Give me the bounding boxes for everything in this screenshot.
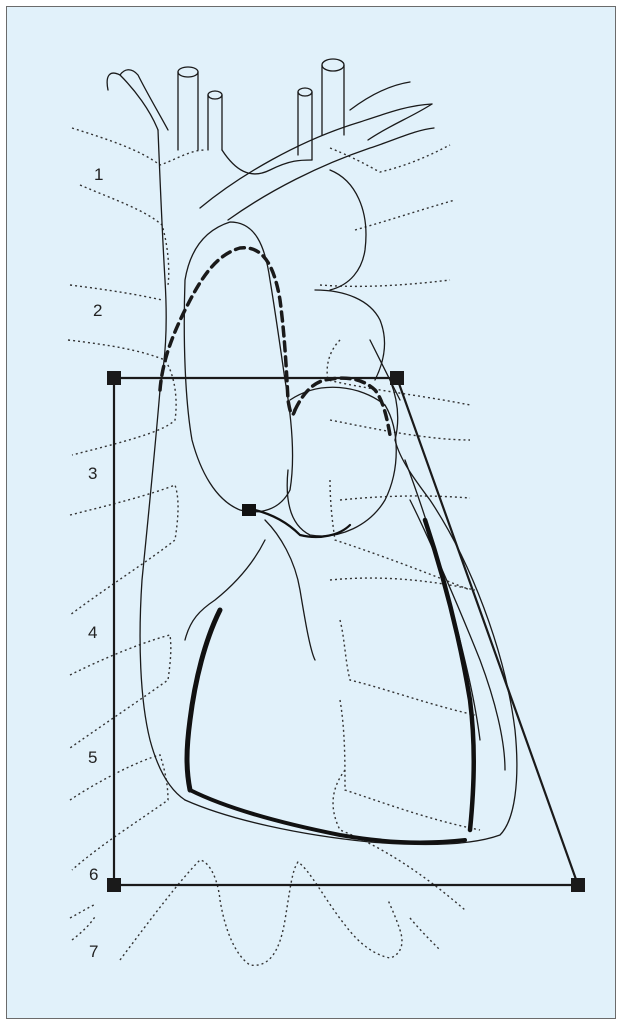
rib-outlines (68, 128, 480, 965)
heart-silhouette (107, 59, 517, 844)
pulmonary-dashed-contour (295, 378, 390, 435)
rib-label-7: 7 (89, 942, 98, 961)
square-marker-icon (107, 371, 121, 385)
rib-label-5: 5 (88, 748, 97, 767)
square-marker-icon (571, 878, 585, 892)
left-carotid-top (208, 91, 222, 99)
rib-1-left (72, 128, 205, 165)
superior-vena-cava (158, 130, 166, 390)
rib-label-1: 1 (94, 165, 103, 184)
diaphragm-outline (120, 860, 402, 965)
pulmonary-trunk-upper (200, 104, 432, 208)
rib-labels: 1 2 3 4 5 6 7 (88, 165, 103, 961)
left-brachiocephalic-vein (107, 73, 158, 130)
rib-4-right (330, 480, 470, 590)
rib-4-left (70, 485, 178, 615)
rib-3-right-b (330, 420, 470, 440)
rib-label-2: 2 (93, 301, 102, 320)
rib-7-left-a (70, 905, 95, 918)
measurement-right-edge (397, 378, 578, 885)
right-ventricle-outline (185, 440, 517, 844)
right-vessel-edge (120, 70, 168, 130)
right-atrium-border (140, 390, 185, 800)
pulmonary-segment (315, 290, 385, 380)
brachiocephalic-trunk-top (178, 67, 198, 77)
rib-6-left (70, 755, 168, 870)
rib-1-right (330, 145, 450, 172)
rib-2-right-b (320, 280, 450, 286)
aortic-knob (330, 170, 366, 290)
rib-7-left-b (72, 915, 96, 940)
brachiocephalic-trunk (178, 72, 198, 150)
left-subclavian (298, 92, 312, 160)
dashed-contours (160, 248, 390, 435)
rib-1-upper (80, 185, 169, 285)
coronary-branch-right (185, 540, 265, 640)
measurement-markers (107, 371, 585, 892)
ascending-aorta (184, 222, 292, 512)
left-atrium (287, 387, 396, 536)
square-marker-icon (107, 878, 121, 892)
rib-6-right (340, 700, 480, 830)
left-carotid (208, 95, 222, 150)
coronary-ostium (242, 504, 256, 516)
rib-label-3: 3 (88, 464, 97, 483)
aortic-dashed-contour (160, 248, 295, 415)
left-anterior-descending (187, 610, 220, 790)
coronary-ostium-branch (255, 510, 350, 537)
interventricular-groove (265, 520, 315, 660)
measurement-frame (114, 378, 578, 885)
rib-2-right (355, 200, 455, 230)
left-subclavian-top (298, 88, 312, 96)
rib-label-4: 4 (88, 623, 97, 642)
rib-4-right-b (340, 496, 470, 500)
rib-2-left (70, 285, 162, 300)
aortic-root-vessel (322, 65, 344, 135)
aortic-root-vessel-top (322, 59, 344, 71)
coronary-arteries (187, 504, 474, 842)
diaphragm-outline-b (410, 918, 440, 950)
rib-5-left (70, 635, 171, 748)
square-marker-icon (390, 371, 404, 385)
rib-label-6: 6 (89, 865, 98, 884)
